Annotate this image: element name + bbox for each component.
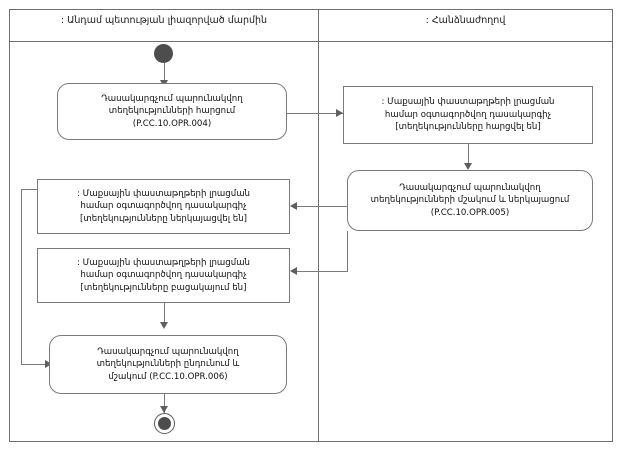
arrowhead-into-right-activity-1 [464, 163, 472, 170]
arrowhead-into-end-node [160, 406, 168, 413]
arrowhead-into-left-object-1 [290, 202, 297, 210]
activity-left-receive-and-process[interactable]: Դասակարգչում պարունակվող տեղեկություններ… [49, 335, 287, 394]
object-line-1: : Մաքսային փաստաթղթերի լրացման [76, 257, 251, 268]
object-line-1: : Մաքսային փաստաթղթերի լրացման [76, 188, 251, 199]
arrowhead-into-left-activity-2-side [45, 360, 52, 368]
flow-left-object-1-out [21, 189, 37, 190]
object-line-1: : Մաքսային փաստաթղթերի լրացման [381, 97, 555, 108]
arrowhead-into-left-activity-2-top [160, 322, 168, 329]
object-line-2: համար օգտագործվող դասակարգիչ [384, 109, 552, 120]
object-right-classifier-requested[interactable]: : Մաքսային փաստաթղթերի լրացման համար օգտ… [343, 86, 593, 144]
activity-line-1: Դասակարգչում պարունակվող [101, 93, 243, 104]
flow-right-activity-1-to-left-object-2 [296, 271, 348, 272]
activity-line-1: Դասակարգչում պարունակվող [97, 346, 239, 357]
swimlane-header-rule [9, 41, 613, 42]
arrowhead-into-right-object-1 [336, 109, 343, 117]
swimlane-title-right: : Հանձնաժողով [425, 15, 506, 26]
flow-into-left-activity-2 [21, 364, 49, 365]
swimlane-divider [318, 9, 319, 442]
flow-left-object-2-to-left-activity-2 [164, 303, 165, 325]
flow-right-object-1-to-right-activity-1 [468, 144, 469, 166]
activity-line-3: (P.CC.10.OPR.004) [132, 118, 212, 129]
arrowhead-into-left-object-2 [290, 267, 297, 275]
object-line-2: համար օգտագործվող դասակարգիչ [80, 270, 247, 281]
activity-line-2: տեղեկությունների ընդունում և [96, 359, 240, 370]
object-left-classifier-presented[interactable]: : Մաքսային փաստաթղթերի լրացման համար օգտ… [37, 179, 290, 234]
activity-line-3: մշակում (P.CC.10.OPR.006) [108, 371, 228, 382]
object-line-3: [տեղեկությունները ներկայացվել են] [79, 213, 248, 224]
activity-line-1: Դասակարգչում պարունակվող [399, 182, 541, 193]
object-line-3: [տեղեկությունները հարցվել են] [395, 122, 541, 133]
activity-left-request-classifier-info[interactable]: Դասակարգչում պարունակվող տեղեկություններ… [57, 83, 287, 140]
flow-left-object-1-down [21, 189, 22, 364]
activity-right-process-and-present[interactable]: Դասակարգչում պարունակվող տեղեկություններ… [347, 170, 593, 231]
activity-line-2: տեղեկությունների հարցում [108, 106, 236, 117]
activity-line-3: (P.CC.10.OPR.005) [430, 207, 510, 218]
final-node-core [158, 417, 171, 430]
object-line-2: համար օգտագործվող դասակարգիչ [80, 201, 247, 212]
flow-left-activity-1-to-right-object-1 [287, 113, 343, 114]
flow-right-activity-1-down [347, 231, 348, 272]
flow-left-activity-2-to-end [164, 394, 165, 414]
object-line-3: [տեղեկությունները բացակայում են] [80, 282, 247, 293]
swimlane-title-left: : Անդամ պետության լիազորված մարմին [60, 15, 268, 26]
flow-start-to-left-activity-1 [164, 63, 165, 83]
initial-node [154, 44, 173, 63]
object-left-classifier-missing[interactable]: : Մաքսային փաստաթղթերի լրացման համար օգտ… [37, 248, 290, 303]
flow-right-activity-1-to-left-object-1 [296, 206, 348, 207]
activity-line-2: տեղեկությունների մշակում և ներկայացում [370, 195, 570, 206]
